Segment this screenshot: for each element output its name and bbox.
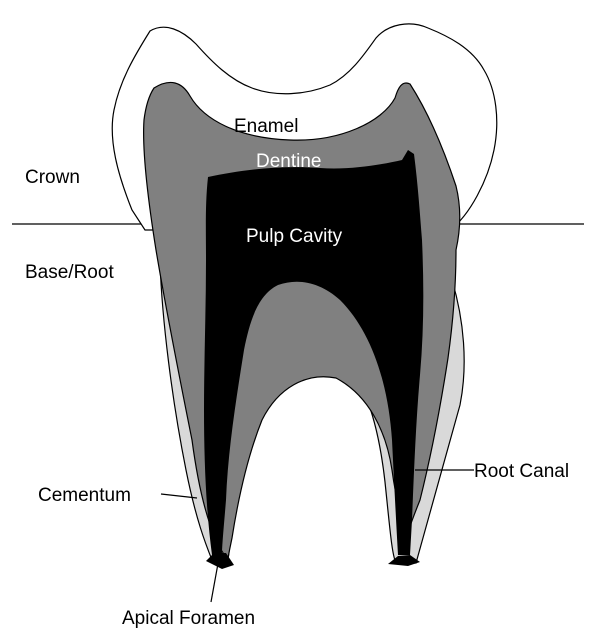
root-canal-label: Root Canal — [474, 461, 569, 482]
enamel-label: Enamel — [234, 116, 298, 137]
base-root-label: Base/Root — [25, 262, 114, 283]
pulp-cavity-label: Pulp Cavity — [246, 226, 343, 247]
crown-label: Crown — [25, 167, 80, 188]
apical-foramen-label: Apical Foramen — [122, 608, 255, 629]
dentine-label: Dentine — [256, 151, 322, 172]
cementum-label: Cementum — [38, 485, 131, 506]
